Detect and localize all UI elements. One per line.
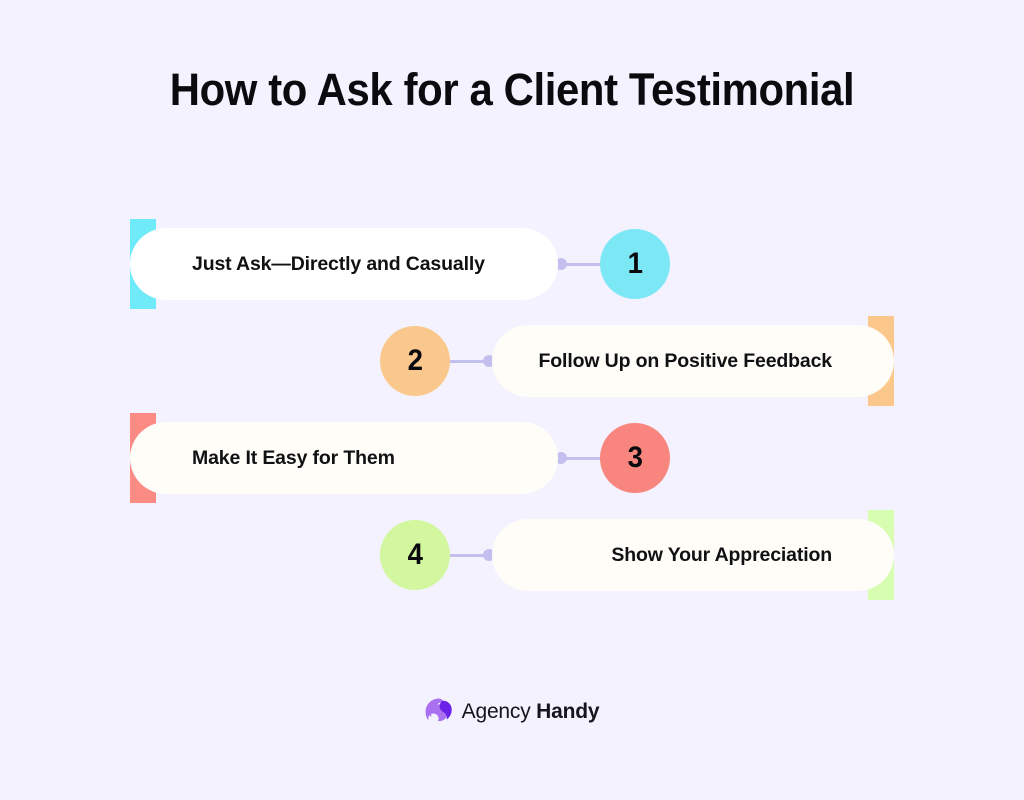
step-number: 2 [407,344,423,377]
step-card[interactable]: Follow Up on Positive Feedback [492,325,894,397]
brand-wordmark: Agency Handy [462,700,600,724]
step-number-badge[interactable]: 1 [600,229,670,299]
brand-name-second: Handy [536,700,600,723]
brand-name-first: Agency [461,700,531,723]
step-label: Make It Easy for Them [192,446,395,469]
step-number-badge[interactable]: 2 [380,326,450,396]
step-label: Follow Up on Positive Feedback [538,349,833,372]
step-connector [450,549,495,561]
step-card-wrapper: Make It Easy for Them [130,413,558,503]
step-item-1[interactable]: Just Ask—Directly and Casually 1 [130,216,670,312]
step-card-wrapper: Follow Up on Positive Feedback [492,316,894,406]
step-number: 3 [627,441,643,474]
step-item-4[interactable]: Show Your Appreciation 4 [380,507,894,603]
connector-dot [555,258,567,270]
step-row: Show Your Appreciation 4 [0,507,1024,603]
page-title: How to Ask for a Client Testimonial [169,64,855,115]
step-label: Just Ask—Directly and Casually [192,252,485,275]
step-row: Make It Easy for Them 3 [0,410,1024,506]
connector-dot [555,452,567,464]
connector-line [558,457,600,460]
step-number: 4 [407,538,423,571]
connector-line [450,554,492,557]
step-item-3[interactable]: Make It Easy for Them 3 [130,410,670,506]
step-row: Just Ask—Directly and Casually 1 [0,216,1024,312]
step-card-wrapper: Show Your Appreciation [492,510,894,600]
step-number-badge[interactable]: 3 [600,423,670,493]
step-number: 1 [627,247,643,280]
step-row: Follow Up on Positive Feedback 2 [0,313,1024,409]
agency-handy-logo-icon [425,698,453,726]
footer-branding: Agency Handy [0,698,1024,726]
step-card[interactable]: Make It Easy for Them [130,422,558,494]
step-connector [555,452,600,464]
connector-line [558,263,600,266]
step-card-wrapper: Just Ask—Directly and Casually [130,219,558,309]
step-label: Show Your Appreciation [611,543,832,566]
step-number-badge[interactable]: 4 [380,520,450,590]
step-connector [555,258,600,270]
step-connector [450,355,495,367]
step-card[interactable]: Show Your Appreciation [492,519,894,591]
step-card[interactable]: Just Ask—Directly and Casually [130,228,558,300]
connector-line [450,360,492,363]
step-item-2[interactable]: Follow Up on Positive Feedback 2 [380,313,894,409]
